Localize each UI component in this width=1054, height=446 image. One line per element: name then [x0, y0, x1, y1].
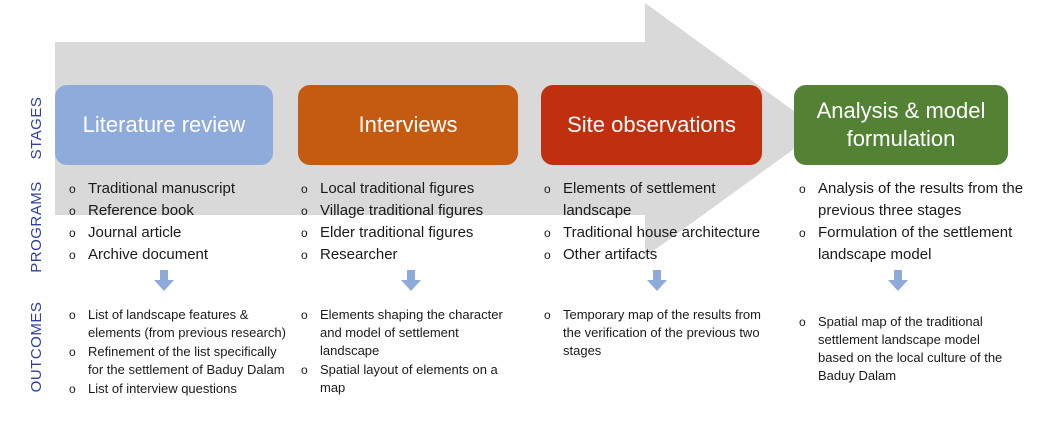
stage-box-literature-review: Literature review: [55, 85, 273, 165]
down-arrow-icon: [401, 270, 421, 291]
stage-title: Literature review: [82, 112, 246, 137]
down-arrow-icon: [647, 270, 667, 291]
stage-title: Interviews: [358, 112, 458, 137]
row-label-outcomes: OUTCOMES: [28, 301, 45, 393]
down-arrow-icon: [154, 270, 174, 291]
stage-title: Analysis & model formulation: [816, 98, 986, 151]
row-label-programs: PROGRAMS: [28, 181, 45, 273]
stage-title: Site observations: [567, 112, 736, 137]
stage-box-analysis: Analysis & model formulation: [794, 85, 1008, 165]
stage-box-site-observations: Site observations: [541, 85, 762, 165]
stage-box-interviews: Interviews: [298, 85, 518, 165]
down-arrow-icon: [888, 270, 908, 291]
